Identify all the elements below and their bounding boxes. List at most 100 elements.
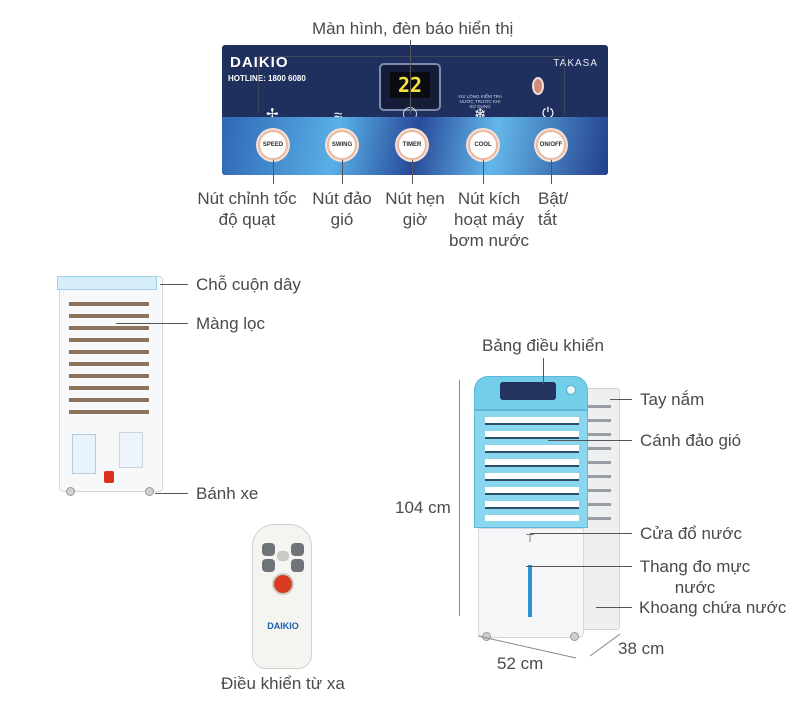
remote-button bbox=[291, 543, 304, 556]
filter-slat bbox=[69, 398, 149, 402]
swing-icon: ≈ bbox=[334, 107, 343, 124]
louver-blade bbox=[485, 459, 579, 467]
power-button[interactable]: ON/OFF bbox=[536, 130, 566, 160]
gauge-leader-line bbox=[526, 566, 632, 567]
dimension-height: 104 cm bbox=[395, 498, 451, 517]
tank-leader-line bbox=[596, 607, 632, 608]
side-slat bbox=[583, 489, 611, 492]
cooler-front-view: ⊤ bbox=[474, 376, 622, 642]
remote-button bbox=[291, 559, 304, 572]
label-filter: Màng lọc bbox=[196, 314, 265, 333]
display-bracket-left bbox=[258, 56, 259, 114]
height-dimension-line bbox=[459, 380, 460, 616]
label-cord: Chỗ cuộn dây bbox=[196, 275, 301, 294]
label-remote: Điều khiển từ xa bbox=[221, 674, 345, 693]
side-slat bbox=[583, 405, 611, 408]
filter-slat bbox=[69, 362, 149, 366]
louver-blade bbox=[485, 417, 579, 425]
drain-plug bbox=[104, 471, 114, 483]
label-cool-button: Nút kích hoạt máy bơm nước bbox=[449, 189, 529, 250]
remote-button bbox=[277, 551, 289, 561]
cord-leader-line bbox=[160, 284, 188, 285]
water-door-icon: ⊤ bbox=[525, 533, 535, 545]
filter-leader-line bbox=[116, 323, 188, 324]
water-door-leader-line bbox=[530, 533, 632, 534]
label-timer-button: Nút hẹn giờ bbox=[385, 189, 445, 229]
cool-leader-line bbox=[483, 160, 484, 184]
panel-model-brand: TAKASA bbox=[553, 58, 598, 69]
wheel bbox=[66, 487, 75, 496]
side-slat bbox=[583, 461, 611, 464]
control-panel: DAIKIO HOTLINE: 1800 6080 TAKASA 22 VUI … bbox=[222, 45, 608, 175]
filter-slat bbox=[69, 374, 149, 378]
louver-blade bbox=[485, 501, 579, 509]
side-slat bbox=[583, 475, 611, 478]
timer-leader-line bbox=[412, 160, 413, 184]
receiver-led bbox=[532, 77, 544, 95]
filter-slat bbox=[69, 326, 149, 330]
panel-hotline: HOTLINE: 1800 6080 bbox=[228, 74, 306, 83]
side-slat bbox=[583, 433, 611, 436]
width-dimension-line bbox=[477, 635, 577, 659]
filter-slat bbox=[69, 314, 149, 318]
wheels-leader-line bbox=[155, 493, 188, 494]
back-sticker bbox=[119, 432, 143, 468]
cord-storage bbox=[57, 276, 157, 290]
display-bracket-right bbox=[564, 56, 565, 114]
remote-button bbox=[262, 559, 275, 572]
side-slat bbox=[583, 419, 611, 422]
label-wheels: Bánh xe bbox=[196, 484, 259, 503]
louver-blade bbox=[485, 515, 579, 521]
label-water-gauge: Thang đo mực nước bbox=[639, 557, 751, 597]
wheel bbox=[570, 632, 579, 641]
swing-button[interactable]: SWING bbox=[327, 130, 357, 160]
remote-power-button bbox=[272, 573, 294, 595]
wheel bbox=[145, 487, 154, 496]
cooler-back-view bbox=[55, 276, 167, 496]
label-speed-button: Nút chỉnh tốc độ quạt bbox=[197, 189, 297, 229]
remote-control: DAIKIO bbox=[252, 524, 312, 669]
speed-leader-line bbox=[273, 160, 274, 184]
dimension-depth: 38 cm bbox=[618, 639, 665, 658]
panel-warning-text: VUI LÒNG KIỂM TRA NƯỚC TRƯỚC KHI SỬ DỤNG bbox=[458, 94, 502, 109]
label-control-board: Bảng điều khiển bbox=[482, 336, 604, 355]
louver-leader-line bbox=[548, 440, 632, 441]
side-slat bbox=[583, 503, 611, 506]
louver-blade bbox=[485, 487, 579, 495]
display-bracket-line bbox=[258, 56, 564, 57]
water-tank: ⊤ bbox=[478, 528, 584, 638]
control-board-leader-line bbox=[543, 358, 544, 384]
label-louver: Cánh đảo gió bbox=[640, 431, 742, 450]
speed-button[interactable]: SPEED bbox=[258, 130, 288, 160]
handle-knob bbox=[566, 385, 576, 395]
display-leader-line bbox=[410, 40, 411, 114]
filter-slat bbox=[69, 302, 149, 306]
label-swing-button: Nút đảo gió bbox=[312, 189, 372, 229]
remote-brand-logo: DAIKIO bbox=[267, 621, 299, 631]
water-level-gauge bbox=[528, 565, 532, 617]
cool-button[interactable]: COOL bbox=[468, 130, 498, 160]
louver-blade bbox=[485, 473, 579, 481]
front-control-board bbox=[500, 382, 556, 400]
back-sticker bbox=[72, 434, 96, 474]
filter-slat bbox=[69, 410, 149, 414]
filter-slat bbox=[69, 338, 149, 342]
filter-slat bbox=[69, 386, 149, 390]
side-slat bbox=[583, 447, 611, 450]
side-slat bbox=[583, 517, 611, 520]
handle-leader-line bbox=[610, 399, 632, 400]
label-power-button: Bật/ tắt bbox=[538, 189, 569, 229]
louver-blade bbox=[485, 445, 579, 453]
label-water-tank: Khoang chứa nước bbox=[639, 598, 787, 617]
swing-leader-line bbox=[342, 160, 343, 184]
label-display: Màn hình, đèn báo hiển thị bbox=[312, 19, 514, 38]
label-handle: Tay nắm bbox=[640, 390, 705, 409]
label-water-door: Cửa đổ nước bbox=[640, 524, 742, 543]
dimension-width: 52 cm bbox=[497, 654, 544, 673]
width-depth-dimension-lines bbox=[477, 633, 621, 659]
louver-grill bbox=[474, 410, 588, 528]
depth-dimension-line bbox=[589, 633, 621, 657]
power-icon: ⏻ bbox=[542, 105, 554, 122]
timer-button[interactable]: TIMER bbox=[397, 130, 427, 160]
remote-button bbox=[262, 543, 275, 556]
